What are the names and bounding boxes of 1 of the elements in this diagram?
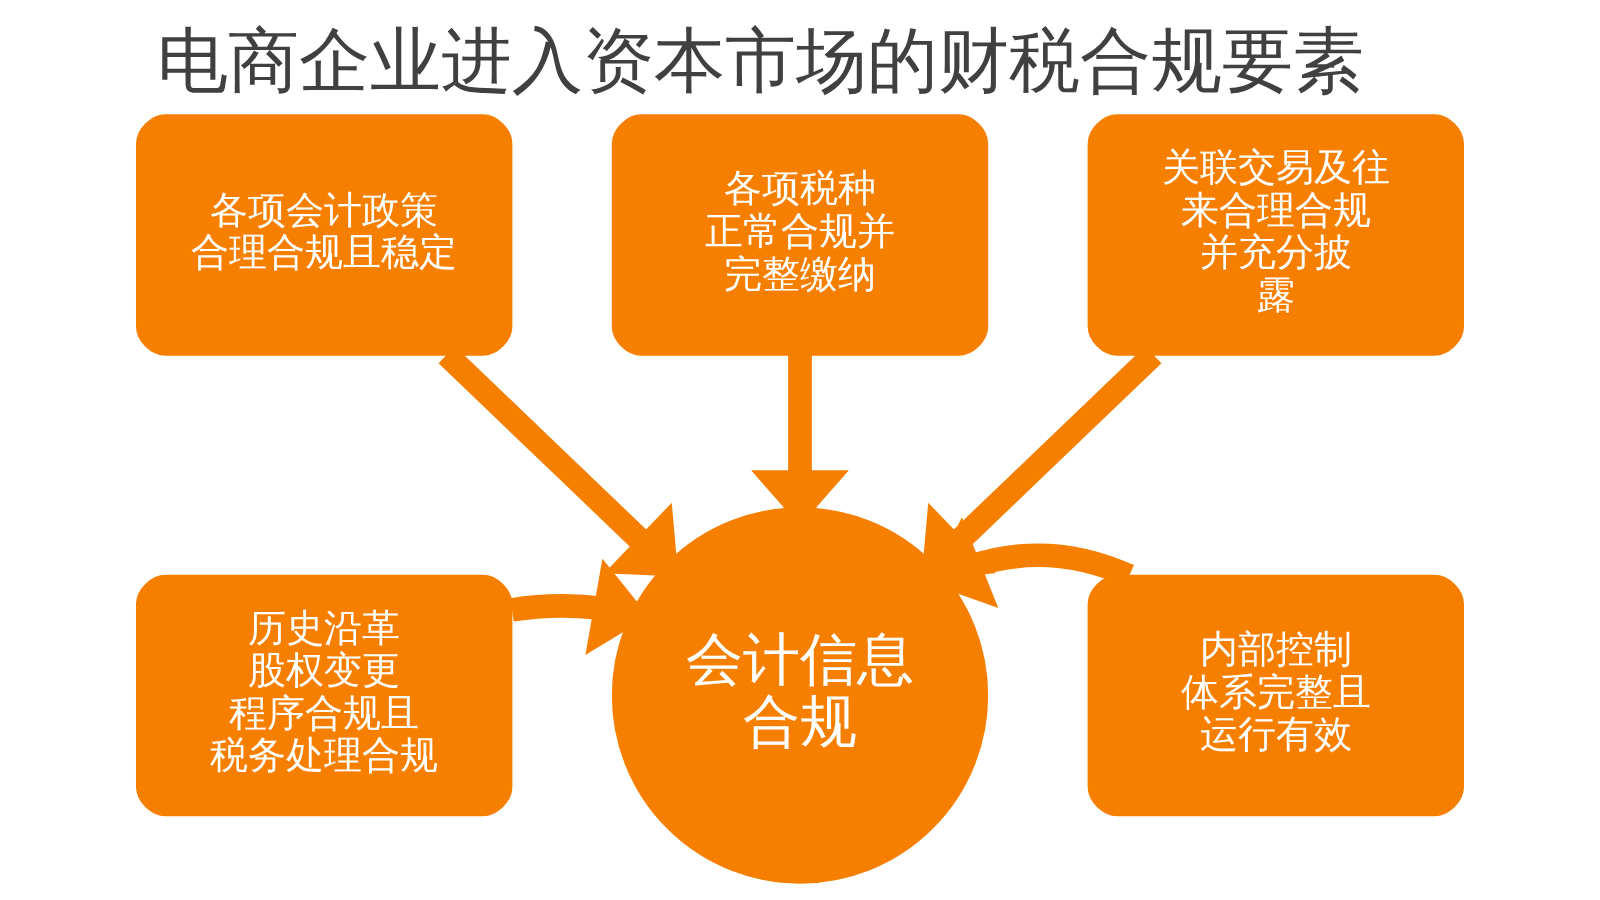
diagram-title: 电商企业进入资本市场的财税合规要素 [157,18,1365,102]
